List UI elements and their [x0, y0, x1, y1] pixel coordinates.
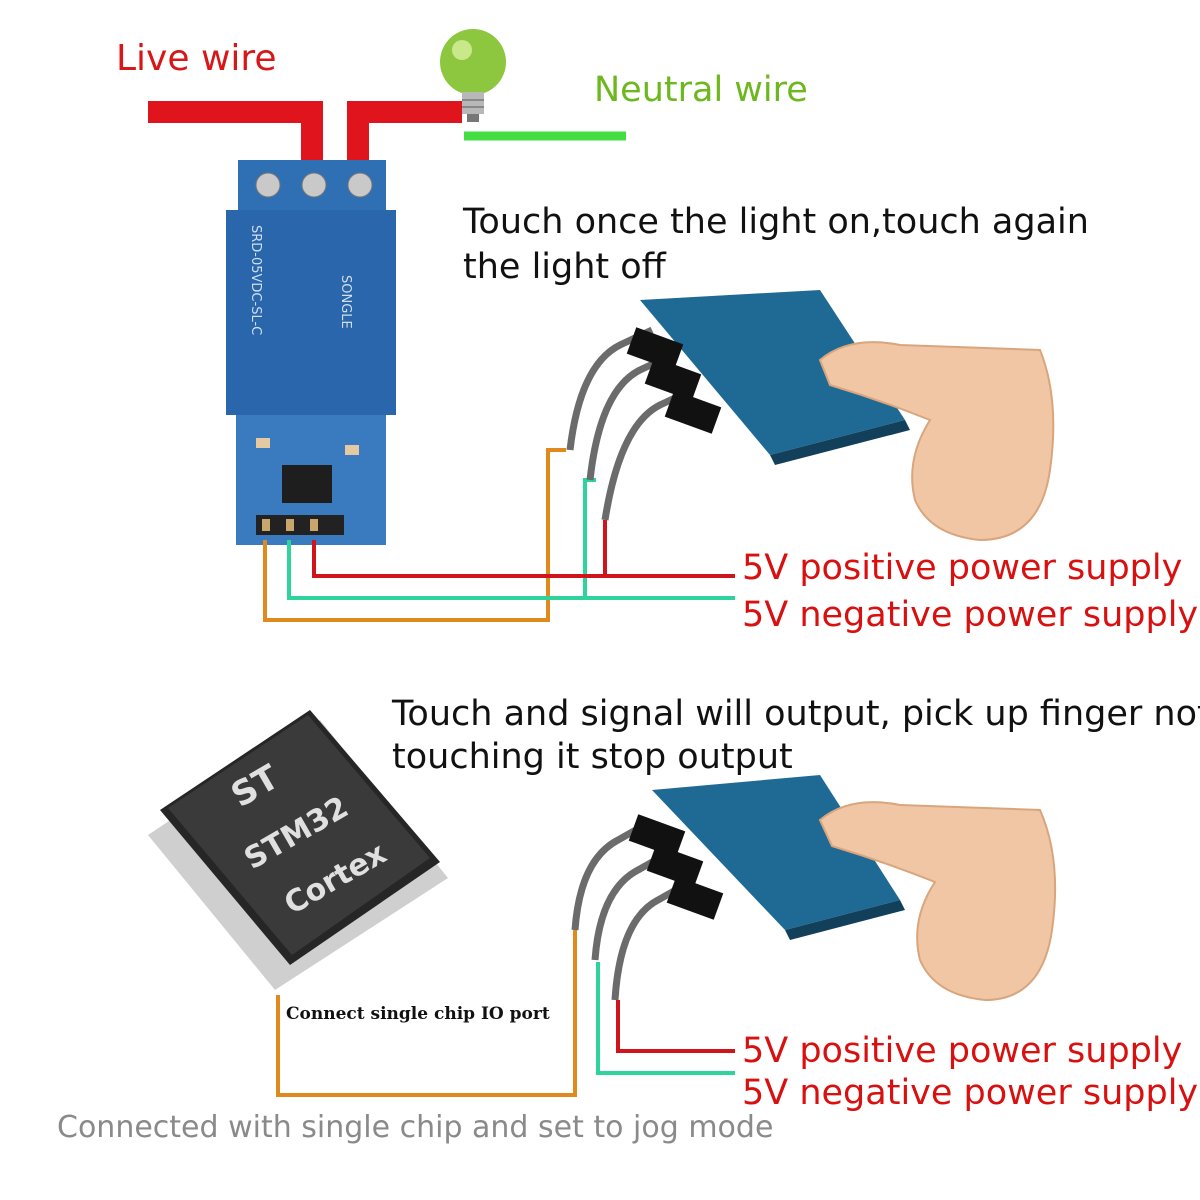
io-signal-wire	[276, 930, 577, 1097]
live-wire-label: Live wire	[116, 38, 277, 79]
positive-supply-label-top: 5V positive power supply	[742, 548, 1183, 588]
jog-mode-note-line1: Touch and signal will output, pick up fi…	[392, 694, 1200, 734]
relay-brand-text: SONGLE	[338, 275, 353, 329]
negative-supply-label-bottom: 5V negative power supply	[742, 1073, 1199, 1113]
stm32-chip: ST STM32 Cortex	[148, 710, 448, 990]
relay-signal-wire	[263, 448, 566, 622]
positive-supply-label-bottom: 5V positive power supply	[742, 1031, 1183, 1071]
jog-mode-note-line2: touching it stop output	[392, 737, 793, 777]
light-bulb-icon	[440, 29, 506, 122]
io-port-label: Connect single chip IO port	[286, 1004, 550, 1024]
touch-sensor-top	[566, 290, 910, 521]
negative-supply-label-top: 5V negative power supply	[742, 595, 1199, 635]
bottom-caption: Connected with single chip and set to jo…	[57, 1110, 774, 1145]
neutral-wire-label: Neutral wire	[594, 70, 808, 110]
toggle-mode-note-line1: Touch once the light on,touch again	[463, 202, 1089, 242]
relay-label-text: SRD-05VDC-SL-C	[248, 225, 263, 335]
io-ground-wire	[596, 962, 735, 1075]
toggle-mode-note-line2: the light off	[463, 247, 666, 287]
finger-hand-top	[818, 341, 1055, 542]
live-wire	[148, 101, 462, 180]
relay-vcc-wire	[312, 520, 607, 578]
finger-hand-bottom	[818, 801, 1057, 1002]
relay-module: SRD-05VDC-SL-C SONGLE	[226, 160, 396, 545]
io-vcc-wire	[616, 1000, 735, 1053]
